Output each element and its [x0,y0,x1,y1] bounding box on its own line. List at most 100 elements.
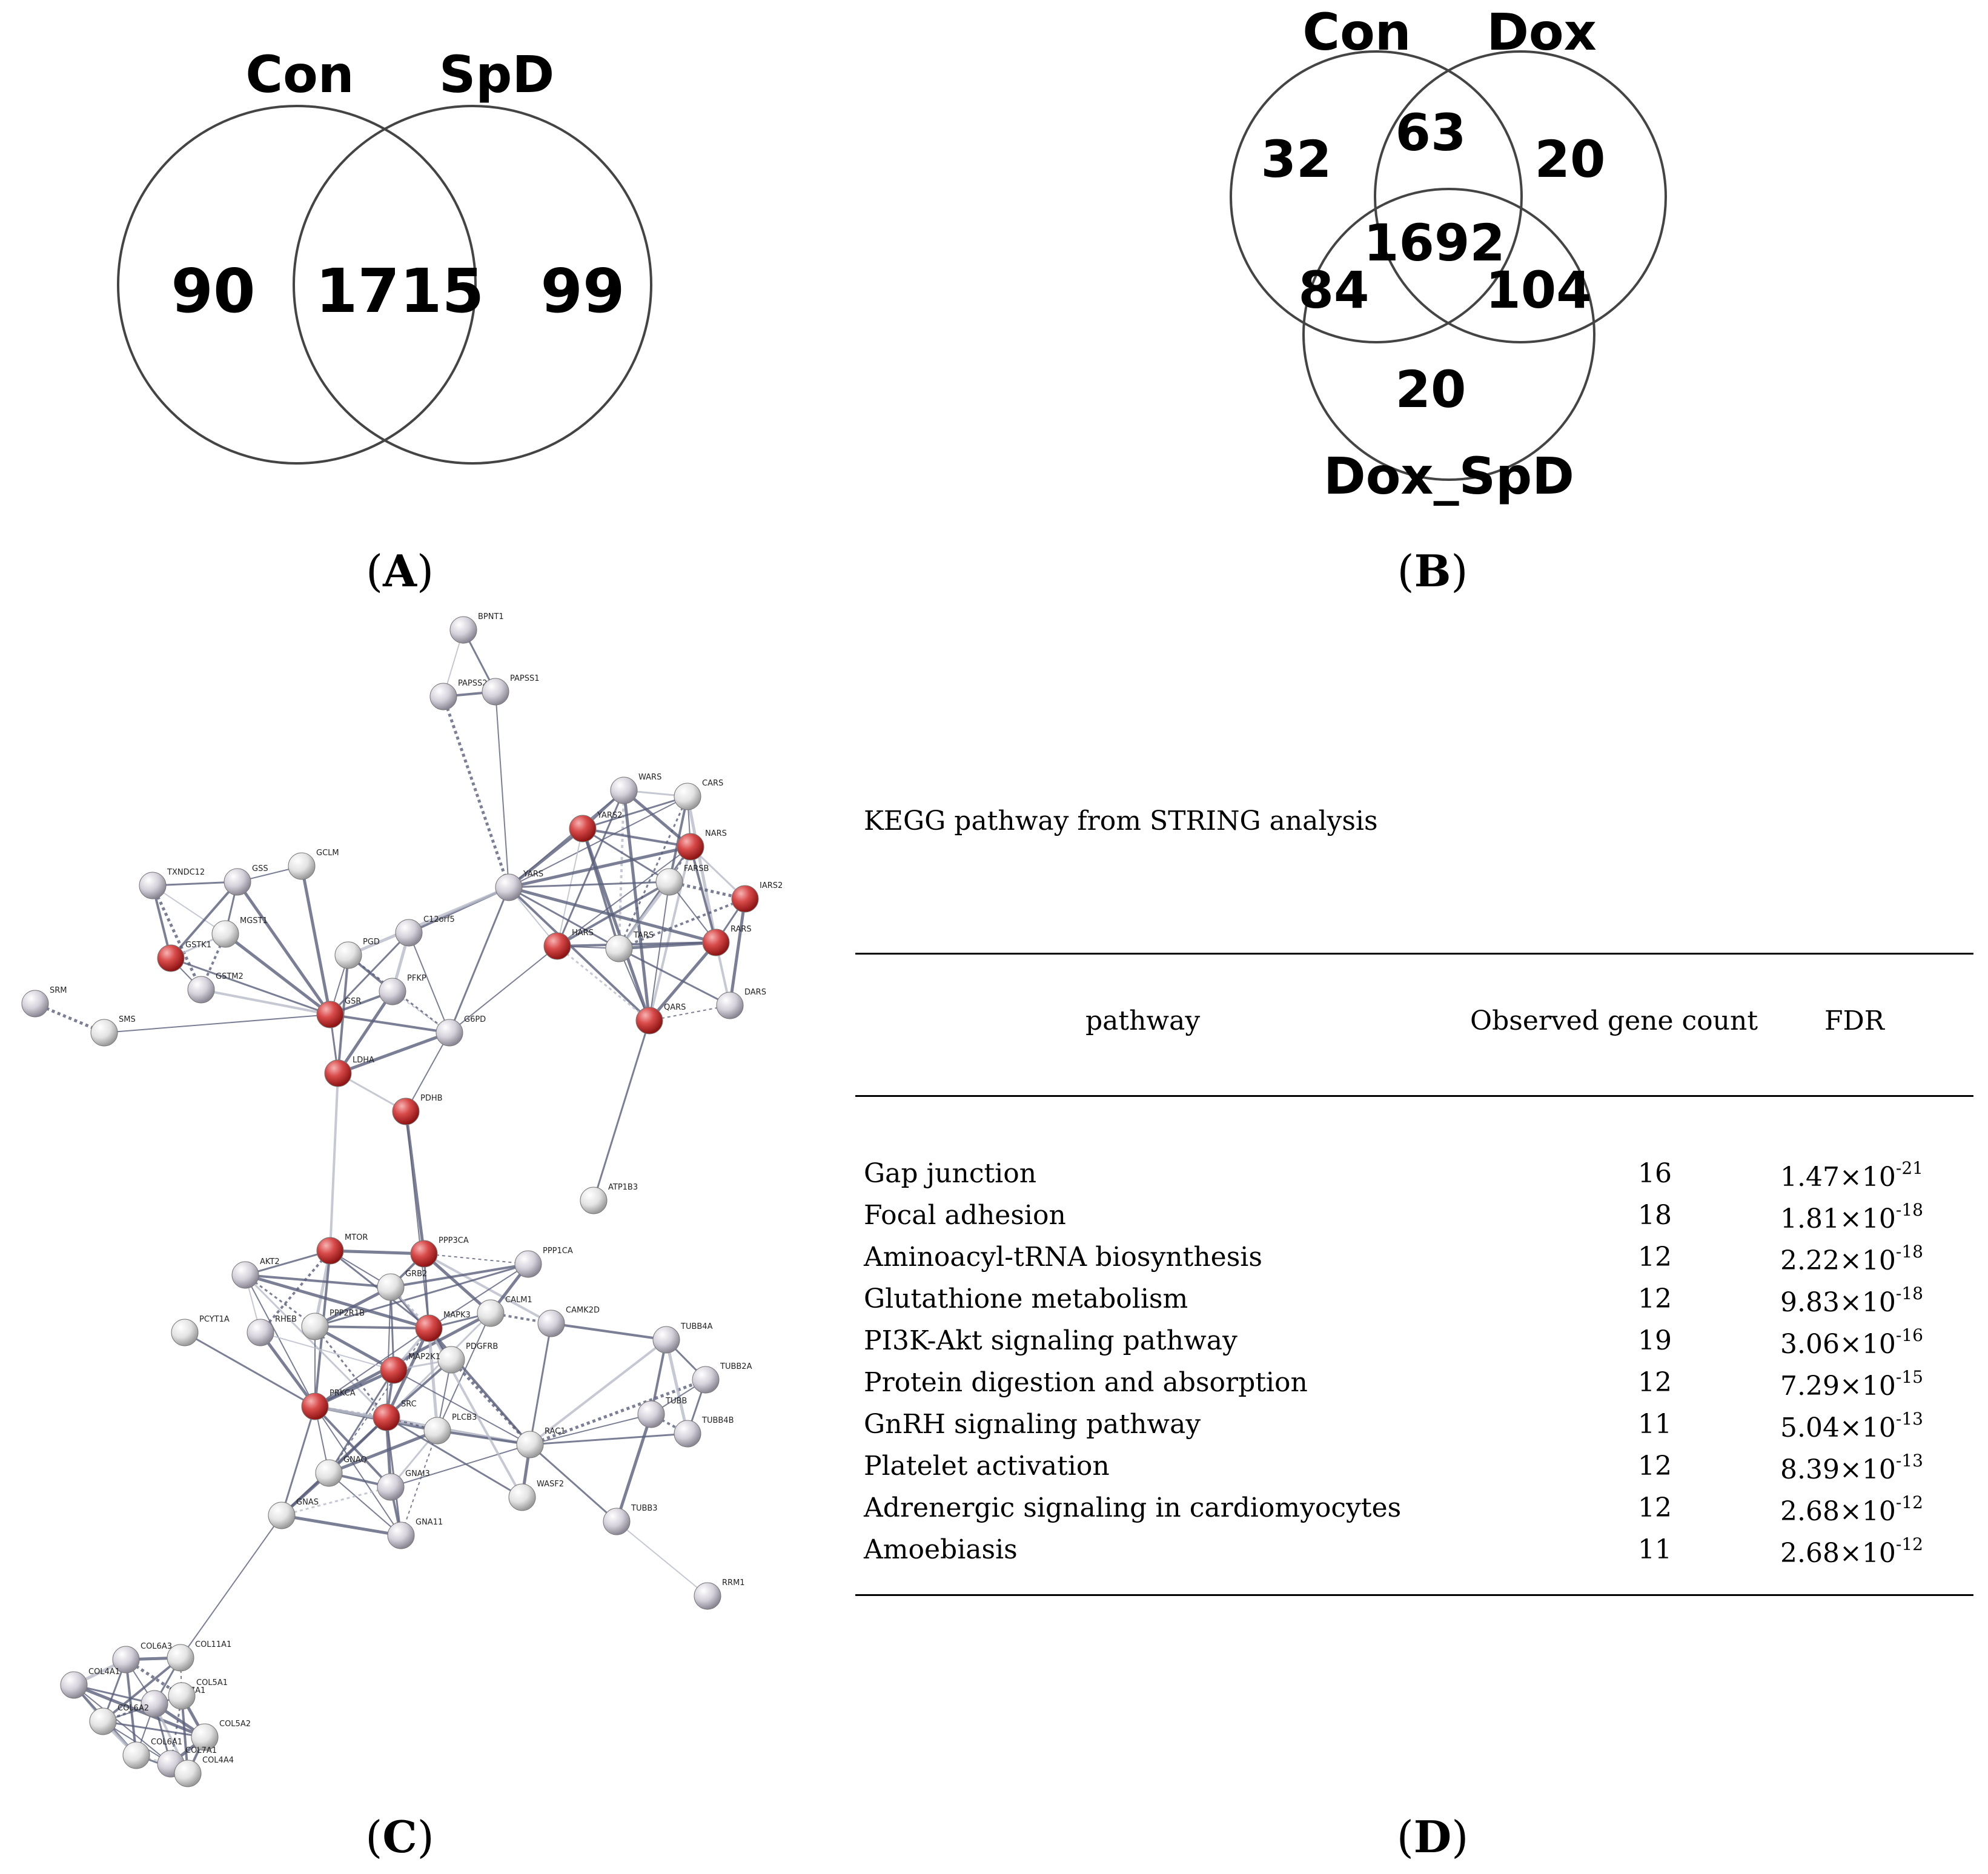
node-label: MGST1 [240,916,268,925]
node-SRM[interactable]: SRM [21,986,67,1018]
node-MTOR[interactable]: MTOR [316,1233,368,1265]
node-TUBB3[interactable]: TUBB3 [603,1504,658,1535]
node-GSR[interactable]: GSR [316,997,361,1028]
node-label: PPP2R1B [330,1309,365,1318]
node-TUBB4B[interactable]: TUBB4B [674,1416,734,1448]
node-PDHB[interactable]: PDHB [392,1094,443,1125]
node-ball [387,1521,415,1549]
node-LDHA[interactable]: LDHA [324,1056,374,1087]
node-GNAQ[interactable]: GNAQ [315,1455,367,1487]
node-GNAS[interactable]: GNAS [268,1498,319,1529]
edge-CAMK2D-TUBB4A [551,1322,667,1341]
node-SRC[interactable]: SRC [373,1400,417,1431]
node-COL4A1[interactable]: COL4A1 [60,1667,120,1699]
edge-YARS-G6PD [448,887,510,1033]
node-ball [605,935,633,962]
venn-a-count-con-only: 90 [171,256,255,326]
node-QARS[interactable]: QARS [635,1003,686,1035]
pathway-cell: Focal adhesion [864,1200,1066,1231]
node-ball [377,1273,405,1301]
node-MGST1[interactable]: MGST1 [211,916,268,948]
node-PAPSS2[interactable]: PAPSS2 [429,679,488,710]
node-PLCB3[interactable]: PLCB3 [423,1413,477,1445]
node-label: SRM [50,986,67,995]
node-GSTK1[interactable]: GSTK1 [157,941,211,972]
node-PPP1CA[interactable]: PPP1CA [514,1247,573,1278]
node-COL6A2[interactable]: COL6A2 [89,1704,149,1735]
node-COL6A1[interactable]: COL6A1 [122,1738,182,1769]
node-WASF2[interactable]: WASF2 [508,1480,564,1511]
node-C12orf5[interactable]: C12orf5 [395,915,455,947]
node-GCLM[interactable]: GCLM [288,849,339,880]
node-COL5A1[interactable]: COL5A1 [168,1678,228,1710]
node-IARS2[interactable]: IARS2 [731,881,783,913]
node-WARS[interactable]: WARS [610,773,661,804]
node-label: C12orf5 [423,915,455,924]
edge-TXNDC12-GSS [152,881,238,887]
node-label: QARS [664,1003,686,1012]
fdr-cell: 2.68×10-12 [1780,1492,1923,1527]
edge-FARSB-TARS [618,881,671,950]
node-NARS[interactable]: NARS [677,829,727,861]
node-HARS[interactable]: HARS [543,929,594,960]
venn-b-count-dox-only: 20 [1535,130,1606,189]
venn-a-circle-con [117,105,477,465]
gene-count-cell: 16 [1638,1158,1672,1189]
node-YARS2[interactable]: YARS2 [569,811,622,843]
node-PRKCA[interactable]: PRKCA [301,1389,356,1420]
node-PDGFRB[interactable]: PDGFRB [437,1342,498,1374]
node-GNAI3[interactable]: GNAI3 [377,1469,430,1501]
fdr-exponent: -18 [1895,1283,1923,1303]
node-GSTM2[interactable]: GSTM2 [187,972,244,1004]
node-GNA11[interactable]: GNA11 [387,1518,443,1549]
node-TXNDC12[interactable]: TXNDC12 [139,868,205,899]
node-PPP3CA[interactable]: PPP3CA [410,1236,469,1268]
node-MAPK3[interactable]: MAPK3 [415,1311,471,1342]
node-PCYT1A[interactable]: PCYT1A [171,1315,230,1346]
node-PPP2R1B[interactable]: PPP2R1B [301,1309,365,1340]
node-CAMK2D[interactable]: CAMK2D [537,1306,600,1337]
node-FARSB[interactable]: FARSB [655,864,709,896]
node-COL4A4[interactable]: COL4A4 [174,1756,234,1787]
edge-PPP2R1B-SRC [314,1326,388,1418]
node-PAPSS1[interactable]: PAPSS1 [482,674,540,706]
network-edges [35,629,747,1775]
node-ATP1B3[interactable]: ATP1B3 [580,1183,638,1214]
node-CARS[interactable]: CARS [674,779,723,810]
node-label: COL6A2 [118,1704,149,1713]
node-PGD[interactable]: PGD [334,938,380,969]
node-ball [112,1646,140,1674]
node-YARS[interactable]: YARS [495,870,543,901]
node-G6PD[interactable]: G6PD [436,1015,486,1047]
node-TUBB4A[interactable]: TUBB4A [652,1322,713,1354]
node-ball [334,941,362,969]
node-GSS[interactable]: GSS [224,864,268,896]
node-ball [580,1187,608,1214]
node-CALM1[interactable]: CALM1 [477,1296,532,1327]
node-DARS[interactable]: DARS [716,988,766,1019]
node-TARS[interactable]: TARS [605,931,654,962]
node-RRM1[interactable]: RRM1 [694,1578,745,1610]
venn-a-label-spd: SpD [439,45,554,104]
node-TUBB2A[interactable]: TUBB2A [692,1362,752,1394]
node-AKT2[interactable]: AKT2 [231,1257,280,1289]
node-COL11A1[interactable]: COL11A1 [167,1640,231,1672]
node-SMS[interactable]: SMS [90,1015,136,1047]
node-RHEB[interactable]: RHEB [247,1315,297,1346]
node-COL5A2[interactable]: COL5A2 [191,1720,251,1751]
venn-a-circle-spd [293,105,652,465]
node-RAC1[interactable]: RAC1 [516,1427,566,1458]
node-GRB2[interactable]: GRB2 [377,1270,427,1301]
node-MAP2K1[interactable]: MAP2K1 [380,1353,440,1384]
edge-G6PD-LDHA [337,1031,450,1075]
node-TUBB[interactable]: TUBB [637,1397,687,1428]
edge-YARS-QARS [508,886,651,1022]
edge-TUBB3-RAC1 [529,1443,617,1523]
node-RARS[interactable]: RARS [702,925,752,956]
node-BPNT1[interactable]: BPNT1 [449,612,504,644]
node-ball [90,1019,118,1047]
node-COL6A3[interactable]: COL6A3 [112,1642,172,1674]
node-PFKP[interactable]: PFKP [379,974,426,1005]
node-label: TUBB4B [701,1416,734,1425]
